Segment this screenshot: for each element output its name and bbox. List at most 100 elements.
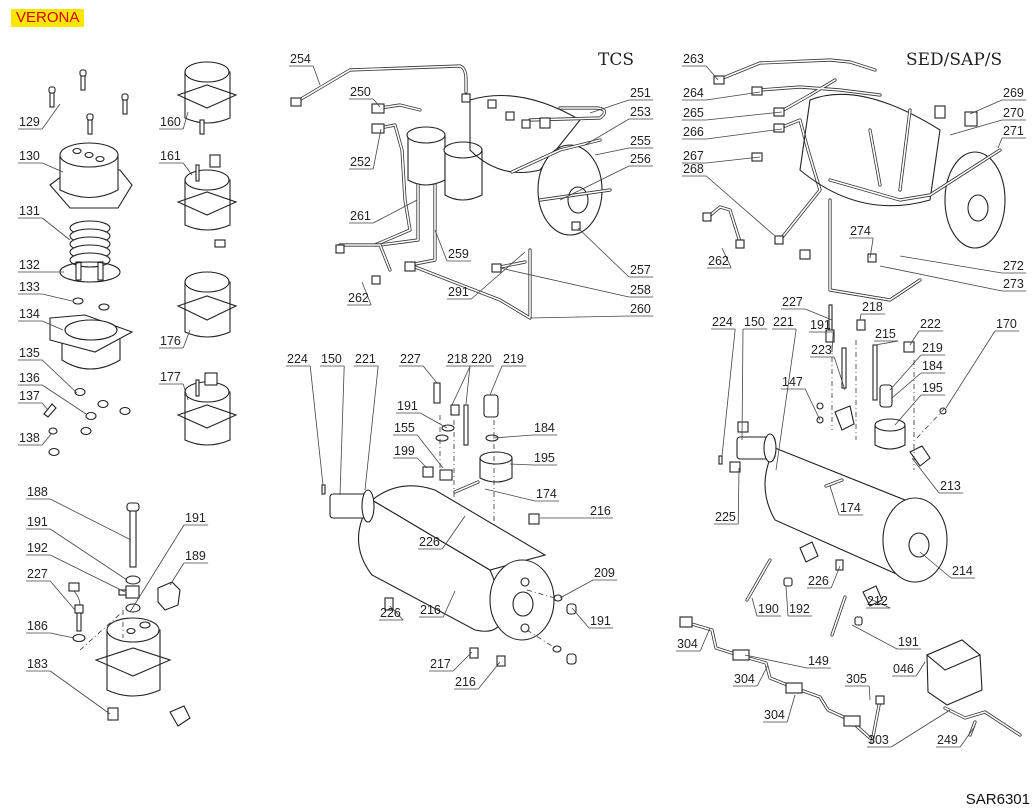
callout-303: 303 <box>867 709 951 748</box>
part-number-label: 216 <box>455 675 476 689</box>
part-number-label: 046 <box>893 662 914 676</box>
leader-line <box>41 359 78 394</box>
leader-line <box>804 388 821 421</box>
callout-217: 217 <box>429 651 473 672</box>
nut-set-part <box>43 387 131 457</box>
part-number-label: 252 <box>350 155 371 169</box>
callout-174: 174 <box>829 485 864 516</box>
washer-part <box>98 303 110 311</box>
leader-line <box>869 237 874 259</box>
leader-line <box>830 565 841 589</box>
callout-134: 134 <box>18 307 64 331</box>
heater-cover-part <box>49 142 133 209</box>
leader-line <box>859 313 862 321</box>
callout-212: 212 <box>866 594 891 609</box>
leader-line <box>169 562 185 586</box>
part-number-label: 129 <box>19 115 40 129</box>
callout-161: 161 <box>159 149 193 176</box>
part-number-label: 226 <box>808 574 829 588</box>
leader-line <box>899 255 1003 274</box>
leader-line <box>373 199 418 224</box>
part-number-label: 272 <box>1003 259 1024 273</box>
leader-line <box>49 528 128 581</box>
callout-224: 224 <box>286 352 324 486</box>
part-number-label: 253 <box>630 105 651 119</box>
part-number-label: 192 <box>789 602 810 616</box>
leader-line <box>775 328 797 471</box>
leader-line <box>705 65 719 81</box>
part-number-label: 303 <box>868 733 889 747</box>
leader-line <box>874 340 899 346</box>
leader-line <box>949 119 1003 136</box>
callout-192: 192 <box>26 541 126 593</box>
heater-kit-illustration <box>43 69 134 457</box>
callout-267: 267 <box>682 149 761 164</box>
part-number-label: 189 <box>185 549 206 563</box>
part-number-label: 291 <box>448 285 469 299</box>
callout-269: 269 <box>969 86 1027 115</box>
callout-226: 226 <box>807 565 841 589</box>
leader-line <box>441 515 466 550</box>
part-number-label: 250 <box>350 85 371 99</box>
part-number-label: 227 <box>782 295 803 309</box>
callout-130: 130 <box>18 149 64 173</box>
callout-227: 227 <box>26 567 76 611</box>
callout-189: 189 <box>169 549 209 586</box>
callout-225: 225 <box>714 467 740 525</box>
leader-line <box>309 365 324 486</box>
part-number-label: 134 <box>19 307 40 321</box>
part-number-label: 221 <box>773 315 794 329</box>
leader-line <box>50 498 132 541</box>
part-number-label: 161 <box>160 149 181 163</box>
leader-line <box>492 434 534 439</box>
callout-labels: 1291301311321331341351361371381601611761… <box>18 52 1027 748</box>
callout-188: 188 <box>26 485 132 541</box>
callout-222: 222 <box>909 317 944 346</box>
callout-291: 291 <box>447 251 526 300</box>
part-number-label: 271 <box>1003 124 1024 138</box>
callout-304: 304 <box>676 627 711 652</box>
callout-183: 183 <box>26 657 111 715</box>
callout-224: 224 <box>711 315 736 457</box>
leader-line <box>49 580 76 611</box>
callout-218: 218 <box>859 300 886 321</box>
callout-253: 253 <box>584 105 654 146</box>
leader-line <box>833 356 846 391</box>
leader-line <box>594 147 630 156</box>
part-number-label: 254 <box>290 52 311 66</box>
part-number-label: 260 <box>630 302 651 316</box>
accessories-illustration <box>679 616 1022 744</box>
callout-218: 218 <box>446 352 471 406</box>
part-number-label: 223 <box>811 343 832 357</box>
leader-line <box>41 432 53 446</box>
leader-line <box>919 551 952 579</box>
part-number-label: 220 <box>471 352 492 366</box>
leader-line <box>706 91 761 101</box>
leader-line <box>42 320 64 331</box>
callout-216: 216 <box>454 661 501 690</box>
leader-line <box>465 365 471 405</box>
leader-line <box>529 315 630 319</box>
callout-252: 252 <box>349 128 382 170</box>
part-number-label: 177 <box>160 370 181 384</box>
part-number-label: 212 <box>867 594 888 608</box>
leader-line <box>50 554 126 593</box>
leader-line <box>416 434 444 469</box>
part-number-label: 305 <box>846 672 867 686</box>
callout-226: 226 <box>379 605 404 621</box>
leader-line <box>129 524 185 613</box>
leader-line <box>959 725 976 748</box>
part-number-label: 269 <box>1003 86 1024 100</box>
part-number-label: 191 <box>185 511 206 525</box>
part-number-label: 191 <box>810 318 831 332</box>
callout-137: 137 <box>18 389 49 411</box>
callout-270: 270 <box>949 106 1027 136</box>
callout-257: 257 <box>577 227 654 278</box>
part-number-label: 263 <box>683 52 704 66</box>
part-number-label: 174 <box>536 487 557 501</box>
callout-150: 150 <box>320 352 345 496</box>
part-number-label: 149 <box>808 654 829 668</box>
leader-line <box>721 328 736 457</box>
boiler-flange-part <box>49 314 134 370</box>
leader-line <box>416 457 428 469</box>
